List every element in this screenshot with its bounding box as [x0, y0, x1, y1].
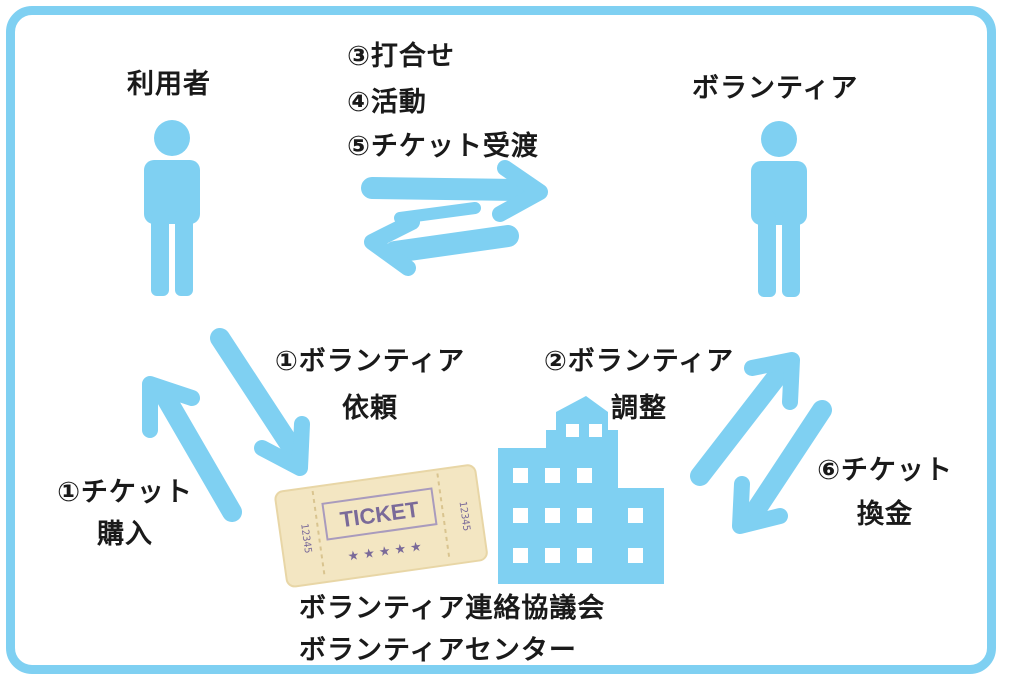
- step5-label: ⑤チケット受渡: [347, 131, 539, 162]
- coordinate-arrow: [690, 352, 800, 486]
- ticket-image: TICKET ★ ★ ★ ★ ★ 12345 12345: [274, 464, 488, 588]
- step1-request-label-line2: 依頼: [342, 393, 398, 424]
- ticket-serial-right: 12345: [457, 501, 472, 532]
- exchange-arrows-top: [361, 160, 548, 276]
- step6-label-line1: ⑥チケット: [817, 455, 953, 486]
- step1-request-label-line1: ①ボランティア: [274, 346, 466, 377]
- step6-label-line2: 換金: [857, 499, 913, 530]
- org-name-line1: ボランティア連絡協議会: [299, 593, 606, 624]
- step1-buy-label-line1: ①チケット: [57, 477, 193, 508]
- step2-coord-label-line2: 調整: [611, 393, 667, 424]
- request-arrow: [210, 328, 310, 476]
- step2-coord-label-line1: ②ボランティア: [543, 346, 735, 377]
- cash-out-arrow: [732, 400, 832, 534]
- center-building-icon: [498, 396, 664, 584]
- user-label: 利用者: [127, 69, 211, 100]
- ticket-serial-left: 12345: [298, 523, 313, 554]
- purchase-arrow: [142, 376, 242, 522]
- volunteer-person-icon: [751, 121, 807, 297]
- user-person-icon: [144, 120, 200, 296]
- org-name-line2: ボランティアセンター: [299, 635, 577, 666]
- step1-buy-label-line2: 購入: [97, 519, 153, 550]
- step3-label: ③打合せ: [347, 41, 455, 72]
- step4-label: ④活動: [347, 87, 427, 118]
- volunteer-label: ボランティア: [692, 73, 859, 104]
